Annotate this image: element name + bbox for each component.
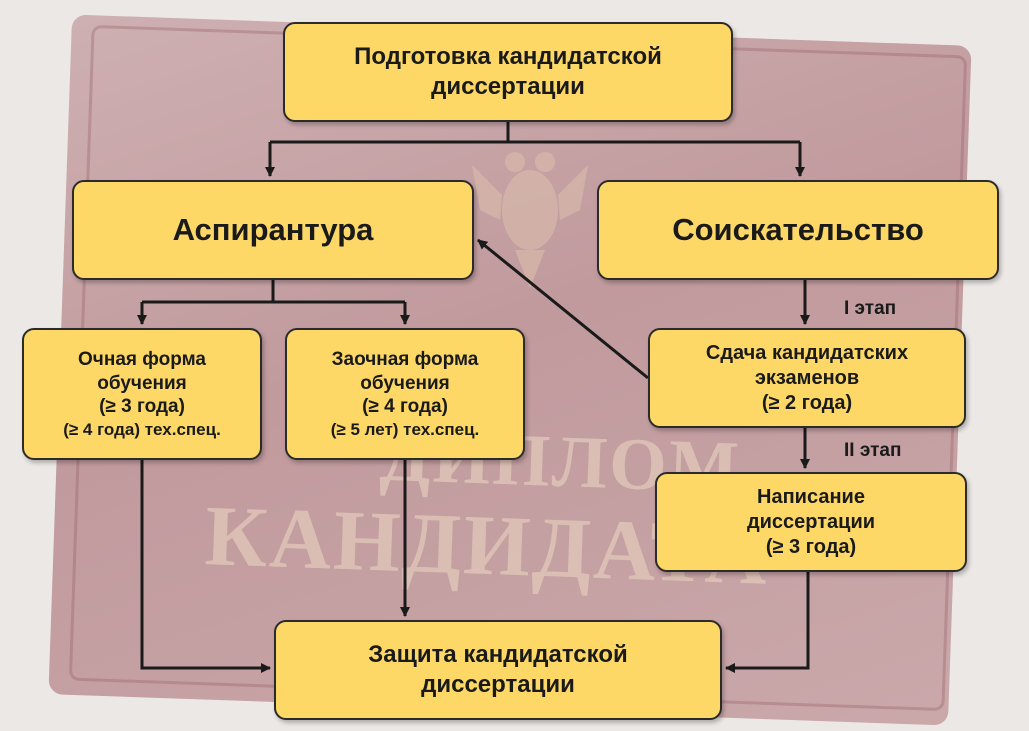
arrow-sdacha-to-aspirantura <box>477 238 649 380</box>
coat-of-arms-icon <box>472 152 588 288</box>
box-aspirantura: Аспирантура <box>72 180 474 280</box>
box-writing-line2: диссертации <box>746 510 876 533</box>
box-part-time-line2: обучения <box>360 372 450 394</box>
box-aspirantura-label: Аспирантура <box>172 211 374 247</box>
box-defense: Защита кандидатской диссертации <box>274 620 722 720</box>
box-writing-dissertation: Написание диссертации (≥ 3 года) <box>655 472 967 572</box>
box-full-time-line4: (≥ 4 года) тех.спец. <box>63 420 221 439</box>
box-full-time: Очная форма обучения (≥ 3 года) (≥ 4 год… <box>22 328 262 460</box>
box-part-time-line4: (≥ 5 лет) тех.спец. <box>330 420 480 439</box>
box-candidate-exams-line2: экзаменов <box>754 366 860 389</box>
box-candidate-exams: Сдача кандидатских экзаменов (≥ 2 года) <box>648 328 966 428</box>
box-full-time-line2: обучения <box>97 372 187 394</box>
box-writing-line1: Написание <box>757 485 865 508</box>
box-preparation-line2: диссертации <box>431 73 585 100</box>
box-preparation: Подготовка кандидатской диссертации <box>283 22 733 122</box>
box-candidate-exams-line1: Сдача кандидатских <box>705 341 909 364</box>
box-part-time: Заочная форма обучения (≥ 4 года) (≥ 5 л… <box>285 328 525 460</box>
box-writing-line3: (≥ 3 года) <box>765 535 857 558</box>
box-defense-line1: Защита кандидатской <box>368 641 628 668</box>
box-part-time-line1: Заочная форма <box>331 348 479 370</box>
arrow-napisanie-to-zashchita <box>725 572 810 673</box>
box-full-time-line1: Очная форма <box>78 348 206 370</box>
box-preparation-line1: Подготовка кандидатской <box>354 43 662 70</box>
box-candidate-exams-line3: (≥ 2 года) <box>761 391 853 414</box>
box-soiskatelstvo-label: Соискательство <box>672 211 924 247</box>
box-soiskatelstvo: Соискательство <box>597 180 999 280</box>
stage-2-label: II этап <box>844 440 902 461</box>
arrow-ochnaya-to-zashchita <box>140 460 271 673</box>
box-part-time-line3: (≥ 4 года) <box>362 396 448 418</box>
stage-1-label: I этап <box>844 298 897 319</box>
box-full-time-line3: (≥ 3 года) <box>99 396 185 418</box>
box-defense-line2: диссертации <box>421 671 575 698</box>
